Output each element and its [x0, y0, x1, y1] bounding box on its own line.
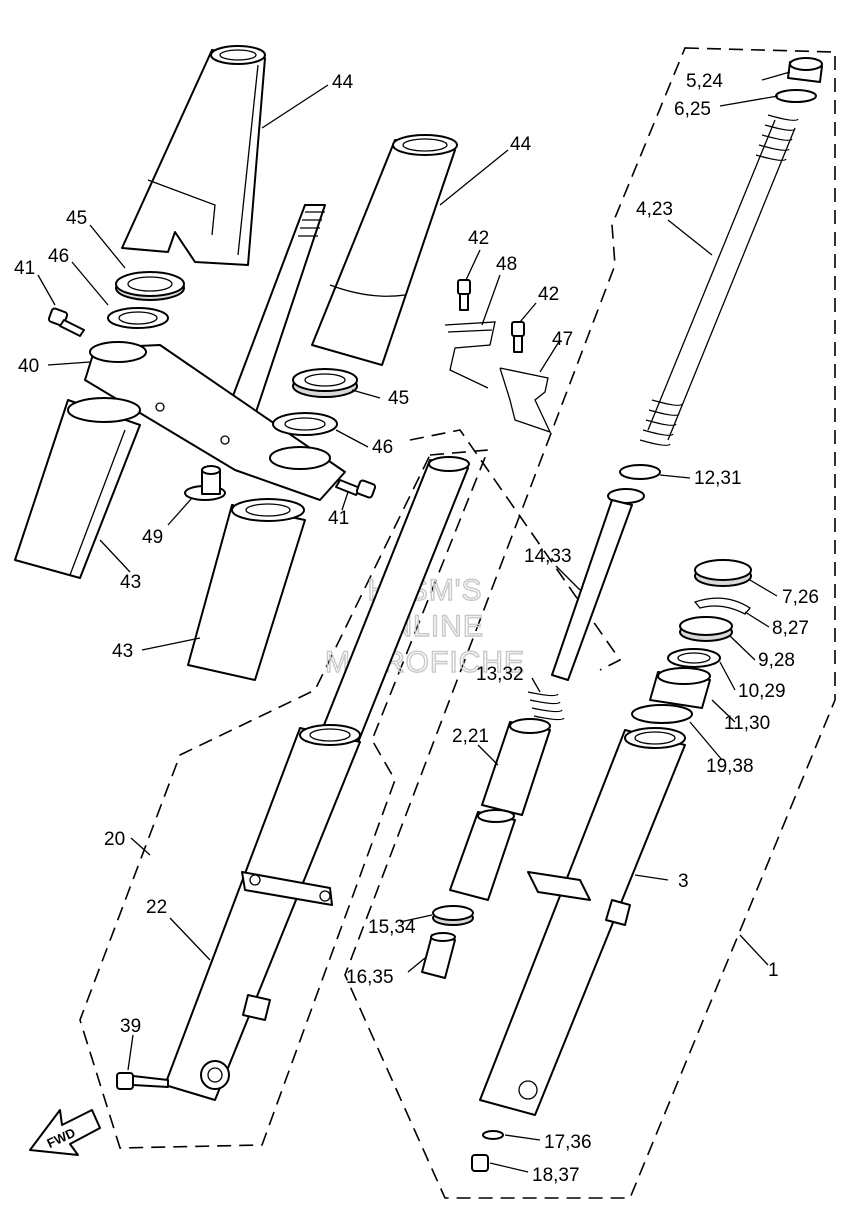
spring-4-23 [639, 114, 799, 446]
label-5-24: 5,24 [686, 71, 723, 92]
washer-17-36 [482, 1130, 504, 1140]
bolt-18-37 [471, 1154, 489, 1172]
outer-tube-3 [479, 727, 686, 1116]
label-41-a: 41 [14, 258, 35, 279]
outer-tube-22 [164, 724, 361, 1101]
bolt-42-b [511, 321, 525, 353]
seal-45-center [292, 368, 358, 398]
bushing-11-30 [649, 667, 711, 709]
label-17-36: 17,36 [544, 1132, 592, 1153]
label-8-27: 8,27 [772, 618, 809, 639]
washer-10-29 [667, 648, 721, 668]
fork-cover-lower-left [14, 397, 141, 579]
oring-6-25 [775, 89, 817, 103]
label-11-30: 11,30 [724, 713, 770, 734]
bushing-19-38 [631, 704, 693, 724]
label-20: 20 [104, 829, 125, 850]
bolt-41-right [335, 479, 377, 499]
assembly-1-boundary [344, 47, 836, 1199]
part-labels: 44 44 45 46 41 40 45 46 41 49 43 43 42 4… [14, 71, 819, 1186]
label-46-a: 46 [48, 246, 69, 267]
label-47: 47 [552, 329, 573, 350]
label-16-35: 16,35 [346, 967, 394, 988]
bolt-41-left [47, 307, 85, 337]
clip-8-27 [693, 597, 751, 615]
forward-arrow: FWD [29, 1109, 101, 1156]
assembly-inner-boundary [409, 429, 622, 671]
label-49: 49 [142, 527, 163, 548]
label-45-b: 45 [388, 388, 409, 409]
cable-guide-48 [444, 321, 496, 389]
assembly-20-boundary [79, 449, 490, 1149]
label-42-a: 42 [468, 228, 489, 249]
label-43-a: 43 [120, 572, 141, 593]
label-42-b: 42 [538, 284, 559, 305]
label-12-31: 12,31 [694, 468, 742, 489]
seal-45-left [115, 271, 185, 301]
washer-46-center [272, 412, 338, 436]
oil-seal-9-28 [679, 616, 733, 642]
label-13-32: 13,32 [476, 664, 524, 685]
label-41-b: 41 [328, 508, 349, 529]
bolt-16-35 [421, 932, 456, 979]
cable-guide-47 [499, 367, 552, 434]
label-4-23: 4,23 [636, 199, 673, 220]
bolt-42-a [457, 279, 471, 311]
label-14-33: 14,33 [524, 546, 572, 567]
label-44-a: 44 [332, 72, 354, 93]
dust-seal-7-26 [694, 559, 752, 587]
label-19-38: 19,38 [706, 756, 754, 777]
fork-cover-upper-left [121, 45, 266, 266]
label-48: 48 [496, 254, 517, 275]
leader-lines [37, 71, 791, 1173]
label-7-26: 7,26 [782, 587, 819, 608]
washer-46-left [107, 307, 169, 329]
collar-49 [184, 465, 226, 501]
fork-cover-upper-center [311, 134, 458, 366]
label-39: 39 [120, 1016, 141, 1037]
label-15-34: 15,34 [368, 917, 416, 938]
bolt-39 [116, 1072, 169, 1090]
label-18-37: 18,37 [532, 1165, 580, 1186]
spring-13-32 [527, 691, 565, 721]
label-10-29: 10,29 [738, 681, 786, 702]
under-bracket-40 [84, 341, 346, 501]
damper-2-21 [449, 718, 551, 901]
label-6-25: 6,25 [674, 99, 711, 120]
cap-bolt-5-24 [787, 57, 823, 83]
washer-15-34 [432, 905, 474, 926]
label-44-b: 44 [510, 134, 532, 155]
label-45-a: 45 [66, 208, 87, 229]
label-40: 40 [18, 356, 39, 377]
label-9-28: 9,28 [758, 650, 795, 671]
label-46-b: 46 [372, 437, 393, 458]
label-3: 3 [678, 871, 689, 892]
damper-rod-14-33 [551, 464, 661, 681]
label-43-b: 43 [112, 641, 133, 662]
label-2-21: 2,21 [452, 726, 489, 747]
label-1: 1 [768, 960, 779, 981]
label-22: 22 [146, 897, 167, 918]
fork-cover-lower-center [187, 498, 306, 681]
